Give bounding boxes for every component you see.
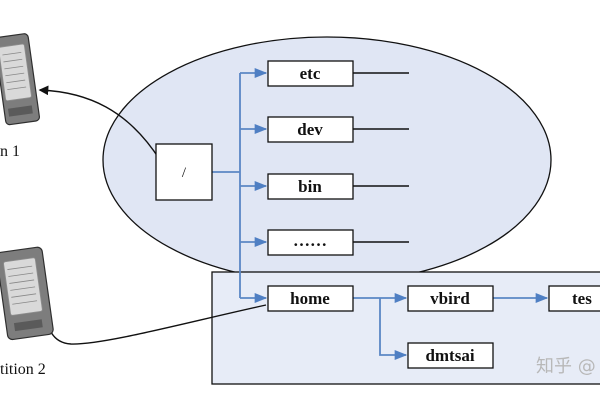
dir-label-dmtsai: dmtsai xyxy=(425,346,474,365)
disk2-connector xyxy=(13,319,43,332)
dir-box-dmtsai xyxy=(407,342,494,369)
continuation-lines xyxy=(353,72,409,243)
dir-node-test: tes xyxy=(548,285,600,312)
root-box xyxy=(155,143,213,201)
disk-partition1 xyxy=(0,33,40,126)
disk2-label xyxy=(3,257,43,316)
dir-label-home: home xyxy=(290,289,330,308)
dir-box-dev xyxy=(267,116,354,143)
disk1-label xyxy=(0,43,32,102)
dir-label-vbird: vbird xyxy=(430,289,470,308)
dir-node-vbird: vbird xyxy=(407,285,494,312)
link-home-branch xyxy=(379,298,408,361)
dir-node-etc: etc xyxy=(267,60,354,87)
dir-node-dev: dev xyxy=(267,116,354,143)
mount-arrow-partition1 xyxy=(38,85,161,161)
root-label: / xyxy=(182,165,187,181)
dir-box-bin xyxy=(267,173,354,200)
partition2-caption: tition 2 xyxy=(0,361,46,378)
dir-node-bin: bin xyxy=(267,173,354,200)
dir-box-etc xyxy=(267,60,354,87)
dir-box-home xyxy=(267,285,354,312)
dir-node-more: …… xyxy=(267,229,354,256)
partition1-caption: n 1 xyxy=(0,143,20,160)
dir-label-more: …… xyxy=(293,231,327,250)
dir-box-vbird xyxy=(407,285,494,312)
dir-label-etc: etc xyxy=(300,64,321,83)
root-node: / xyxy=(155,143,213,201)
disk-partition2 xyxy=(0,246,54,341)
dir-box-more xyxy=(267,229,354,256)
dir-box-test xyxy=(548,285,600,312)
tree-links xyxy=(212,67,549,361)
dir-label-dev: dev xyxy=(297,120,323,139)
dir-label-bin: bin xyxy=(298,177,322,196)
dir-node-dmtsai: dmtsai xyxy=(407,342,494,369)
watermark: 知乎 @ xyxy=(536,356,596,377)
dir-label-test: tes xyxy=(572,289,592,308)
disk1-connector xyxy=(7,105,33,117)
dir-node-home: home xyxy=(267,285,354,312)
